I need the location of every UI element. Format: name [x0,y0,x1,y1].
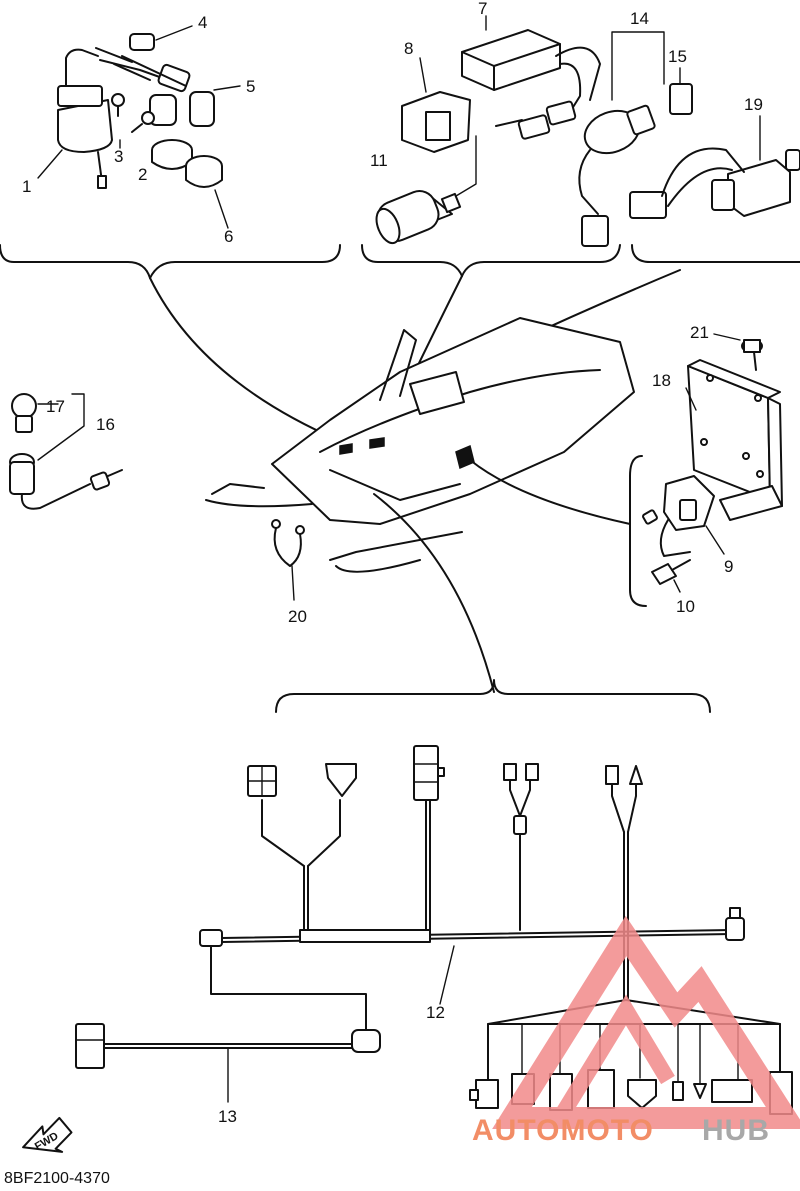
cdi-unit [461,29,561,91]
bulb-socket-group: 17 16 [9,393,123,510]
callout-13: 13 [218,1107,237,1126]
automotohub-watermark: AUTOMOTO HUB [472,915,800,1147]
callout-19: 19 [744,95,763,114]
callout-9: 9 [724,557,733,576]
bulb [11,393,37,433]
bracket-group: 21 18 9 10 [629,323,783,616]
leader-coil [149,277,339,441]
callout-20: 20 [288,607,307,626]
callout-18: 18 [652,371,671,390]
callout-21: 21 [690,323,709,342]
mounting-plate [687,359,783,521]
connector-a [517,114,551,140]
stop-switch [629,147,800,219]
watermark-text-primary: AUTOMOTO [472,1114,654,1147]
wire-clamp: 20 [271,519,307,626]
harness-bracket-line [275,679,711,713]
socket [9,453,35,495]
snowmobile-body [205,317,635,573]
callout-17: 17 [46,397,65,416]
key [669,83,693,115]
leader-ignitor [469,459,631,525]
bolt-small [111,93,155,133]
callout-11: 11 [370,151,388,170]
callout-14: 14 [630,9,649,28]
callout-1: 1 [22,177,31,196]
callout-3: 3 [114,147,123,166]
relay-bracket [401,91,471,153]
ignition-coil [57,47,169,189]
condenser [375,190,462,245]
cap-terminal [129,33,155,51]
callout-15: 15 [668,47,687,66]
spark-plug-caps [113,55,215,127]
stop-switch-group: 19 [629,95,800,263]
reference-code: 8BF2100-4370 [4,1170,110,1187]
callout-4: 4 [198,13,207,32]
callout-5: 5 [246,77,255,96]
cdi-keyswitch-group: 7 8 11 14 15 [361,0,693,277]
main-wire-harness [199,745,793,1115]
key-switch [578,104,656,247]
forward-arrow-icon: FWD [22,1116,73,1153]
sub-wire-harness: 13 [75,1023,353,1126]
callout-16: 16 [96,415,115,434]
grommets [151,139,223,188]
watermark-text-secondary: HUB [702,1114,770,1147]
callout-2: 2 [138,165,147,184]
ignition-coil-group: 1 2 3 4 5 6 [0,13,341,279]
ignitor-unit [642,475,715,557]
leader-harness [373,493,495,693]
bolt-21 [741,339,763,371]
callout-10: 10 [676,597,695,616]
connector-b [545,100,577,126]
callout-8: 8 [404,39,413,58]
callout-7: 7 [478,0,487,18]
bolt-10 [651,559,691,585]
callout-12: 12 [426,1003,445,1022]
callout-6: 6 [224,227,233,246]
